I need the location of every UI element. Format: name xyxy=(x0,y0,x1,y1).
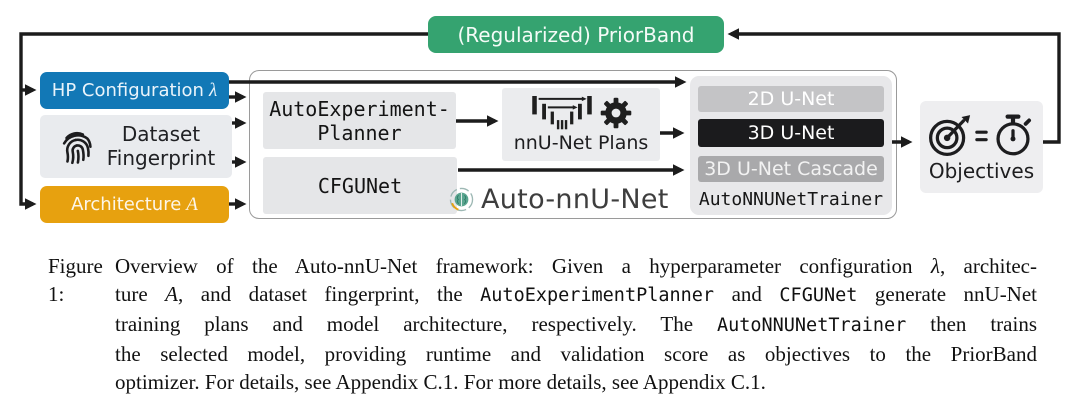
unet-architecture-icon xyxy=(531,95,592,129)
plans-label: nnU-Net Plans xyxy=(513,131,649,154)
nnunet-plans-box: nnU-Net Plans xyxy=(502,88,660,161)
caption-line: optimizer. For details, see Appendix C.1… xyxy=(115,370,766,394)
objectives-label: Objectives xyxy=(928,158,1035,183)
brain-logo-icon xyxy=(449,187,474,211)
hp-config-box: HP Configuration λ xyxy=(40,72,229,109)
dataset-fingerprint-box: Dataset Fingerprint xyxy=(40,115,232,178)
planner-line1: AutoExperiment- xyxy=(269,96,450,121)
diagram: (Regularized) PriorBand HP Configuration… xyxy=(19,16,1061,223)
trainer-bar-3d-unet: 3D U-Net xyxy=(698,119,884,147)
priorband-label: (Regularized) PriorBand xyxy=(457,22,695,47)
speed-lines-icon xyxy=(975,130,988,141)
trainer-bar-2d-unet: 2D U-Net xyxy=(698,86,884,112)
caption-label: Figure 1: xyxy=(48,254,103,306)
priorband-box: (Regularized) PriorBand xyxy=(428,16,724,53)
trainer-label: AutoNNUNetTrainer xyxy=(698,189,884,210)
auto-experiment-planner-box: AutoExperiment- Planner xyxy=(263,92,456,149)
gear-icon xyxy=(600,97,631,128)
caption: Figure 1: Overview of the Auto-nnU-Net f… xyxy=(0,235,1080,396)
architecture-label: Architecture xyxy=(71,194,182,215)
lambda-symbol: λ xyxy=(208,79,218,101)
planner-line2: Planner xyxy=(317,120,402,145)
caption-line: Overview of the Auto-nnU-Net framework: … xyxy=(115,254,1037,278)
objectives-icons xyxy=(927,112,1036,158)
cfgunet-box: CFGUNet xyxy=(263,157,457,214)
target-arrow-icon xyxy=(929,114,971,156)
objectives-box: Objectives xyxy=(920,101,1043,193)
fingerprint-line1: Dataset xyxy=(121,121,201,146)
plans-icons xyxy=(530,95,633,130)
cfgunet-label: CFGUNet xyxy=(317,173,403,198)
trainer-box: 2D U-Net 3D U-Net 3D U-Net Cascade AutoN… xyxy=(690,76,892,215)
trainer-bar-3d-unet-cascade: 3D U-Net Cascade xyxy=(698,156,884,182)
stopwatch-icon xyxy=(996,113,1032,155)
hp-config-label: HP Configuration xyxy=(51,80,204,101)
caption-line: training plans and model architecture, r… xyxy=(115,312,1037,336)
architecture-symbol: A xyxy=(186,193,198,215)
caption-text: Overview of the Auto-nnU-Net framework: … xyxy=(115,252,1037,396)
dataset-fingerprint-label: Dataset Fingerprint xyxy=(106,121,216,170)
planner-label: AutoExperiment- Planner xyxy=(269,97,450,145)
brand-label: Auto-nnU-Net xyxy=(481,183,669,215)
caption-line: the selected model, providing runtime an… xyxy=(115,342,1037,366)
fingerprint-line2: Fingerprint xyxy=(106,145,216,170)
architecture-box: Architecture A xyxy=(40,186,229,223)
caption-line: ture A, and dataset fingerprint, the Aut… xyxy=(115,282,1038,306)
fingerprint-icon xyxy=(62,131,92,164)
brand-logo: Auto-nnU-Net xyxy=(449,183,669,215)
